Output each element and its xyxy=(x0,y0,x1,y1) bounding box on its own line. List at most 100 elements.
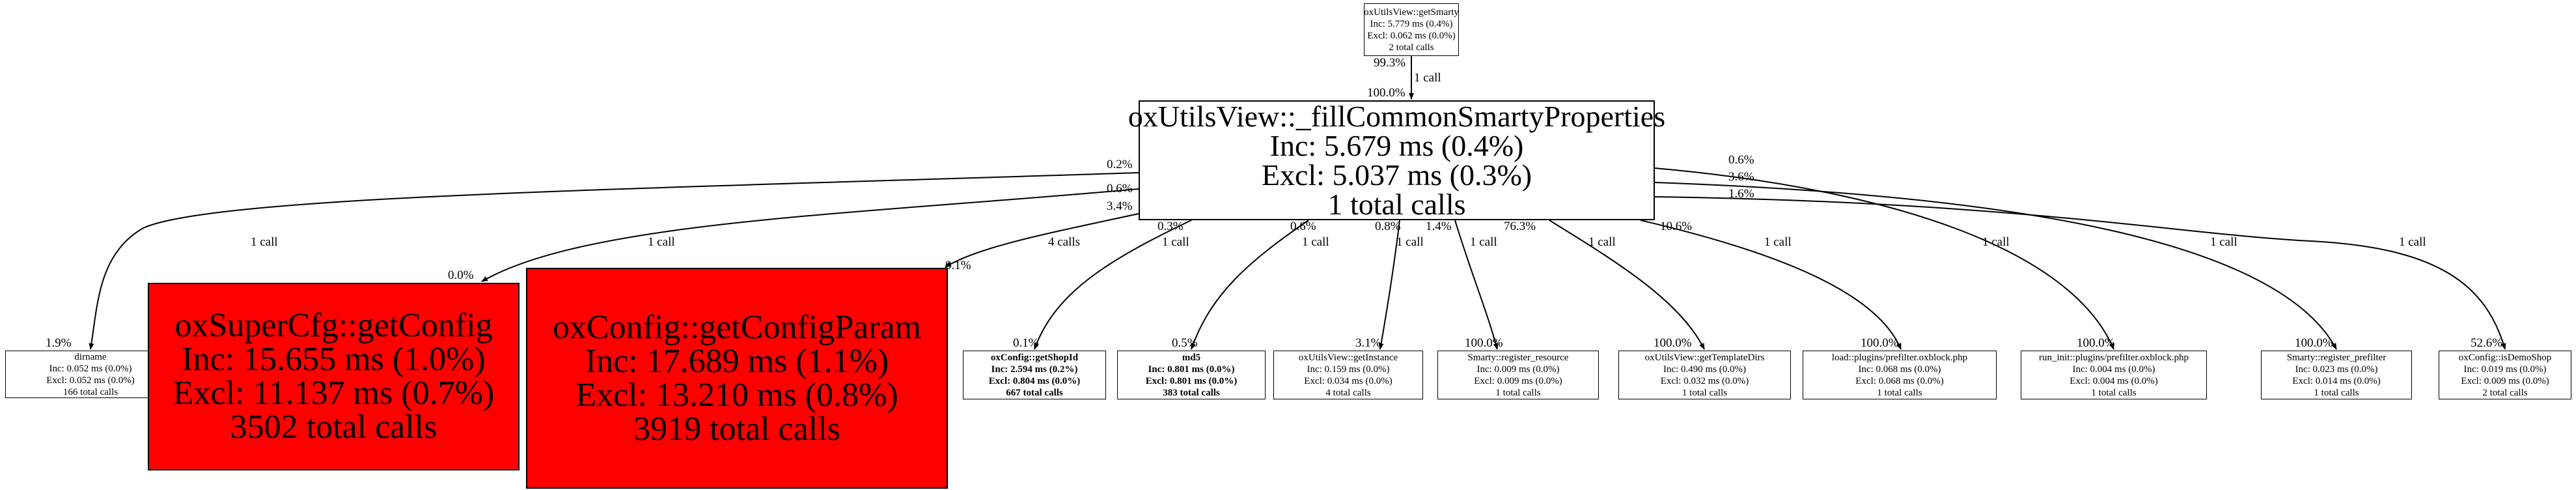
node-name: md5 xyxy=(1182,352,1201,363)
node-excl: Excl: 0.014 ms (0.0%) xyxy=(2292,375,2381,386)
node-getsmarty[interactable]: oxUtilsView::getSmarty Inc: 5.779 ms (0.… xyxy=(1364,3,1459,56)
node-excl: Excl: 0.052 ms (0.0%) xyxy=(46,375,135,386)
edge-getconfigparam xyxy=(945,213,1139,268)
edge-isdemoshop xyxy=(1654,196,2506,350)
node-inc: Inc: 0.159 ms (0.0%) xyxy=(1307,364,1390,375)
edge-head-pct: 100.0% xyxy=(2077,336,2115,350)
node-inc: Inc: 0.801 ms (0.0%) xyxy=(1148,364,1235,375)
node-calls: 667 total calls xyxy=(1006,387,1063,398)
node-excl: Excl: 0.801 ms (0.0%) xyxy=(1145,375,1238,386)
edge-call-count: 4 calls xyxy=(1048,235,1081,249)
edge-head-pct: 1.9% xyxy=(46,336,72,350)
node-name: oxSuperCfg::getConfig xyxy=(174,307,493,344)
edge-tail-pct: 1.6% xyxy=(1728,187,1754,201)
edge-getshopid xyxy=(1034,220,1192,350)
node-fillcommonsmartyproperties[interactable]: oxUtilsView::_fillCommonSmartyProperties… xyxy=(1128,100,1665,221)
edge-md5 xyxy=(1191,220,1309,350)
node-inc: Inc: 0.068 ms (0.0%) xyxy=(1858,364,1941,375)
node-run-init-prefilter[interactable]: run_init::plugins/prefilter.oxblock.php … xyxy=(2021,351,2207,399)
node-getshopid[interactable]: oxConfig::getShopId Inc: 2.594 ms (0.2%)… xyxy=(963,351,1106,399)
edge-runinit xyxy=(1654,167,2114,350)
node-isdemoshop[interactable]: oxConfig::isDemoShop Inc: 0.019 ms (0.0%… xyxy=(2439,351,2571,399)
node-calls: 166 total calls xyxy=(62,386,118,397)
node-inc: Inc: 15.655 ms (1.0%) xyxy=(182,341,486,378)
node-excl: Excl: 5.037 ms (0.3%) xyxy=(1261,158,1532,192)
node-inc: Inc: 2.594 ms (0.2%) xyxy=(991,364,1078,375)
node-name: dirname xyxy=(74,351,107,362)
node-inc: Inc: 5.679 ms (0.4%) xyxy=(1269,129,1524,162)
edge-getinstance xyxy=(1378,220,1400,350)
node-inc: Inc: 17.689 ms (1.1%) xyxy=(585,342,889,380)
edge-tail-pct: 0.6% xyxy=(1107,182,1133,195)
node-getconfig[interactable]: oxSuperCfg::getConfig Inc: 15.655 ms (1.… xyxy=(148,283,519,470)
edge-tail-pct: 1.4% xyxy=(1426,220,1452,233)
node-calls: 1 total calls xyxy=(1877,387,1922,398)
node-excl: Excl: 11.137 ms (0.7%) xyxy=(173,375,495,412)
edge-tail-pct: 3.4% xyxy=(1107,199,1133,213)
edge-call-count: 1 call xyxy=(1396,235,1424,249)
node-excl: Excl: 0.009 ms (0.0%) xyxy=(1474,375,1562,386)
node-inc: Inc: 0.004 ms (0.0%) xyxy=(2072,364,2155,375)
node-calls: 3919 total calls xyxy=(633,410,840,448)
node-inc: Inc: 0.052 ms (0.0%) xyxy=(49,363,132,374)
edge-head-pct: 0.0% xyxy=(448,268,474,282)
edge-dirname xyxy=(89,172,1139,350)
node-name: oxUtilsView::getTemplateDirs xyxy=(1644,352,1765,363)
node-getinstance[interactable]: oxUtilsView::getInstance Inc: 0.159 ms (… xyxy=(1273,351,1423,399)
node-calls: 1 total calls xyxy=(1682,387,1728,398)
edge-head-pct: 52.6% xyxy=(2471,336,2503,350)
node-inc: Inc: 0.009 ms (0.0%) xyxy=(1476,364,1560,375)
node-excl: Excl: 0.804 ms (0.0%) xyxy=(988,375,1081,386)
edge-head-pct: 100.0% xyxy=(1465,336,1503,350)
edge-tail-pct: 3.6% xyxy=(1728,170,1754,184)
edge-call-count: 1 call xyxy=(1764,235,1792,249)
edge-tail-pct: 0.6% xyxy=(1290,220,1316,233)
node-calls: 1 total calls xyxy=(1327,188,1466,221)
edge-tail-pct: 99.3% xyxy=(1374,56,1406,70)
edge-head-pct: 100.0% xyxy=(2295,336,2333,350)
edge-tail-pct: 0.6% xyxy=(1728,153,1754,167)
edge-gettemplatedirs xyxy=(1549,220,1705,350)
node-md5[interactable]: md5 Inc: 0.801 ms (0.0%) Excl: 0.801 ms … xyxy=(1117,351,1266,399)
node-inc: Inc: 0.023 ms (0.0%) xyxy=(2295,364,2378,375)
node-excl: Excl: 13.210 ms (0.8%) xyxy=(575,376,898,414)
node-name: Smarty::register_resource xyxy=(1467,352,1569,363)
edge-call-count: 1 call xyxy=(1302,235,1329,249)
node-name: run_init::plugins/prefilter.oxblock.php xyxy=(2039,352,2189,363)
node-name: oxUtilsView::getInstance xyxy=(1298,352,1398,363)
edge-head-pct: 100.0% xyxy=(1367,86,1406,100)
node-inc: Inc: 0.019 ms (0.0%) xyxy=(2463,364,2547,375)
node-excl: Excl: 0.062 ms (0.0%) xyxy=(1367,30,1456,41)
edge-tail-pct: 76.3% xyxy=(1504,220,1536,233)
node-register-prefilter[interactable]: Smarty::register_prefilter Inc: 0.023 ms… xyxy=(2261,351,2412,399)
node-name: Smarty::register_prefilter xyxy=(2286,352,2387,363)
edge-call-count: 1 call xyxy=(2210,235,2237,249)
edge-call-count: 1 call xyxy=(1982,235,2010,249)
node-calls: 2 total calls xyxy=(1389,42,1434,53)
node-name: oxUtilsView::_fillCommonSmartyProperties xyxy=(1128,100,1666,133)
node-load-prefilter[interactable]: load::plugins/prefilter.oxblock.php Inc:… xyxy=(1803,351,1997,399)
edge-head-pct: 100.0% xyxy=(1654,336,1692,350)
edge-tail-pct: 0.2% xyxy=(1107,158,1133,171)
node-gettemplatedirs[interactable]: oxUtilsView::getTemplateDirs Inc: 0.490 … xyxy=(1618,351,1791,399)
edge-tail-pct: 0.3% xyxy=(1157,220,1184,233)
node-calls: 2 total calls xyxy=(2482,387,2528,398)
node-excl: Excl: 0.032 ms (0.0%) xyxy=(1660,375,1749,386)
node-excl: Excl: 0.004 ms (0.0%) xyxy=(2070,375,2158,386)
node-calls: 1 total calls xyxy=(2314,387,2359,398)
edge-registerresource xyxy=(1454,220,1499,350)
node-getconfigparam[interactable]: oxConfig::getConfigParam Inc: 17.689 ms … xyxy=(526,268,948,489)
edge-call-count: 1 call xyxy=(1414,71,1441,85)
edge-call-count: 1 call xyxy=(1162,235,1189,249)
node-excl: Excl: 0.009 ms (0.0%) xyxy=(2461,375,2549,386)
node-inc: Inc: 0.490 ms (0.0%) xyxy=(1663,364,1747,375)
edge-call-count: 1 call xyxy=(251,235,278,249)
edge-call-count: 1 call xyxy=(648,235,675,249)
node-name: oxUtilsView::getSmarty xyxy=(1364,7,1459,18)
node-name: load::plugins/prefilter.oxblock.php xyxy=(1831,352,1968,363)
node-dirname[interactable]: dirname Inc: 0.052 ms (0.0%) Excl: 0.052… xyxy=(5,351,176,398)
edge-head-pct: 0.1% xyxy=(1013,336,1039,350)
edge-head-pct: 3.1% xyxy=(1355,336,1381,350)
node-register-resource[interactable]: Smarty::register_resource Inc: 0.009 ms … xyxy=(1437,351,1599,399)
